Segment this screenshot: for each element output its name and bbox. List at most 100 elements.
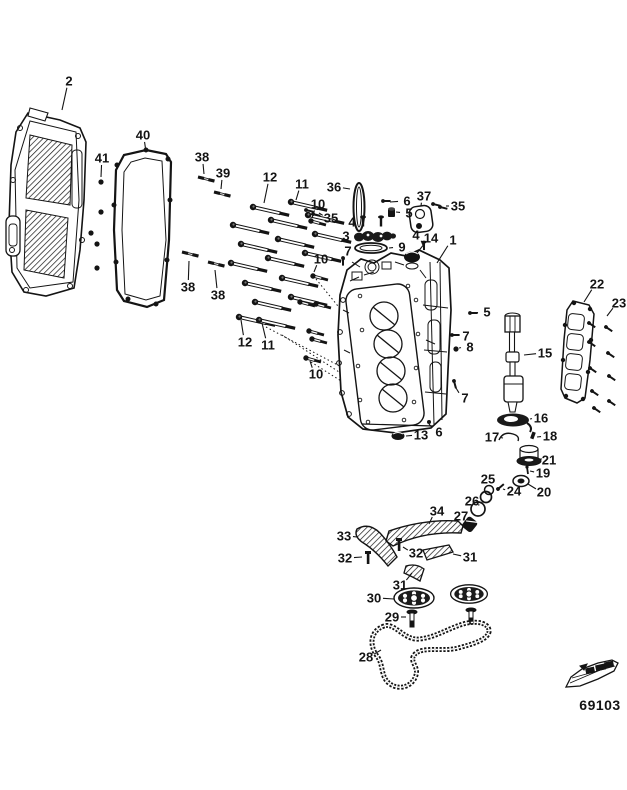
callout-number: 5: [483, 305, 490, 320]
callout-31: 31: [452, 550, 477, 565]
head-gasket: [111, 147, 173, 309]
callout-6: 6: [428, 423, 443, 440]
callout-15: 15: [523, 346, 552, 361]
callout-18: 18: [536, 429, 557, 444]
callout-5: 5: [474, 305, 491, 320]
callout-leader-line: [342, 187, 351, 190]
callout-number: 37: [417, 189, 431, 204]
callout-number: 39: [216, 166, 230, 181]
callout-40: 40: [136, 128, 150, 153]
callout-number: 10: [309, 367, 323, 382]
callout-number: 11: [295, 177, 309, 192]
clip-17: [498, 432, 520, 442]
callout-6: 6: [389, 194, 411, 209]
callout-number: 1: [449, 233, 456, 248]
callout-number: 29: [385, 610, 399, 625]
callout-number: 12: [263, 170, 277, 185]
screws-7-8: [341, 256, 478, 389]
callout-number: 32: [409, 546, 423, 561]
callout-35: 35: [446, 199, 465, 214]
callout-number: 15: [538, 346, 552, 361]
callout-21: 21: [540, 453, 556, 468]
callout-number: 34: [430, 504, 445, 519]
callout-leader-line: [436, 245, 449, 264]
callout-leader-line: [61, 87, 68, 111]
callout-leader-line: [295, 190, 300, 201]
callout-38: 38: [181, 260, 195, 295]
callout-number: 10: [314, 252, 328, 267]
callout-leader-line: [313, 264, 318, 273]
callout-4: 4: [348, 215, 356, 230]
callout-leader-line: [187, 260, 190, 281]
callout-number: 12: [238, 335, 252, 350]
chain-guide-31-lower: [403, 564, 425, 582]
plug-5: [388, 207, 395, 217]
callout-number: 14: [424, 231, 439, 246]
callout-leader-line: [402, 546, 409, 551]
callout-number: 8: [466, 340, 473, 355]
callout-34: 34: [428, 504, 445, 525]
callout-number: 38: [195, 150, 209, 165]
callout-13: 13: [405, 428, 428, 443]
boat-icon: [564, 659, 619, 688]
callout-37: 37: [417, 189, 431, 207]
callout-10: 10: [309, 360, 323, 382]
camshaft-sprockets: [393, 584, 489, 609]
callout-number: 4: [412, 228, 420, 243]
callout-number: 23: [612, 296, 626, 311]
pin-18: [530, 431, 536, 440]
short-bolts: [296, 217, 333, 366]
callout-number: 38: [181, 280, 195, 295]
callout-leader-line: [428, 516, 433, 525]
callout-number: 11: [261, 338, 275, 353]
callout-leader-line: [263, 183, 269, 204]
callout-number: 31: [463, 550, 477, 565]
side-cover-22: [560, 300, 595, 404]
callout-number: 4: [348, 215, 356, 230]
seal-16: [497, 413, 532, 433]
callout-26: 26: [465, 494, 480, 509]
callout-number: 21: [542, 453, 556, 468]
callout-number: 19: [536, 466, 550, 481]
callout-number: 5: [405, 206, 412, 221]
studs: [181, 174, 232, 269]
callout-number: 6: [403, 194, 410, 209]
callout-28: 28: [359, 650, 382, 665]
callout-leader-line: [583, 289, 593, 303]
callout-leader-line: [529, 470, 535, 473]
callout-38: 38: [211, 269, 225, 303]
callout-number: 35: [324, 211, 338, 226]
callout-leader-line: [405, 434, 413, 437]
callout-11: 11: [261, 322, 275, 353]
callout-23: 23: [606, 296, 626, 317]
callout-11: 11: [295, 177, 309, 201]
callout-17: 17: [485, 430, 504, 445]
plug-27: [462, 516, 478, 532]
callout-leader-line: [309, 360, 313, 368]
callout-12: 12: [238, 319, 252, 350]
callout-7: 7: [462, 329, 469, 344]
bolt-6: [381, 199, 391, 203]
callout-number: 3: [342, 229, 349, 244]
guide-bolts-32: [365, 538, 402, 564]
callout-32: 32: [338, 551, 363, 566]
callout-number: 13: [414, 428, 428, 443]
callout-number: 41: [95, 151, 109, 166]
callout-number: 20: [537, 485, 551, 500]
driveshaft-15: [503, 312, 524, 413]
block-bosses: [336, 297, 352, 417]
callout-30: 30: [367, 591, 395, 606]
callout-leader-line: [202, 163, 205, 175]
callout-9: 9: [388, 240, 406, 255]
callout-39: 39: [216, 166, 230, 190]
callout-number: 25: [481, 472, 495, 487]
callout-4: 4: [412, 228, 424, 246]
callout-38: 38: [195, 150, 209, 175]
callout-leader-line: [214, 269, 218, 289]
callout-2: 2: [61, 74, 73, 111]
callout-leader-line: [261, 322, 267, 339]
timing-chain: [369, 619, 492, 690]
callout-20: 20: [527, 483, 551, 500]
chain-guide-31-right: [422, 544, 454, 561]
